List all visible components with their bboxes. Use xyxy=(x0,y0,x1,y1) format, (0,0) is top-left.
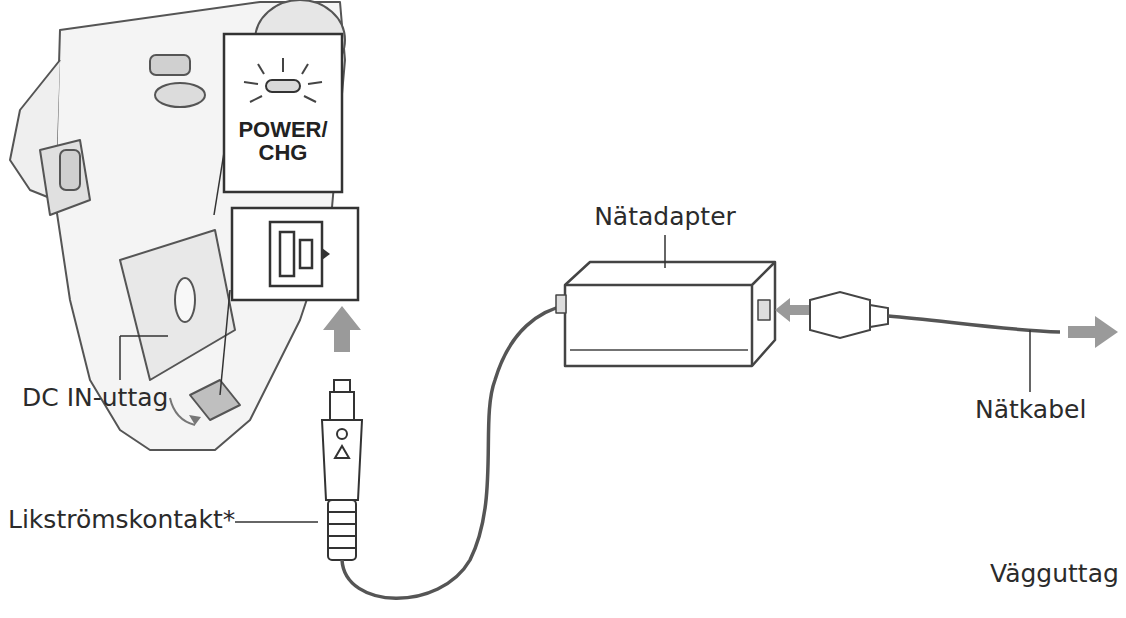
cable-label: Nätkabel xyxy=(975,396,1086,425)
plug-label: Likströmskontakt* xyxy=(8,506,235,535)
jack-label: DC IN-uttag xyxy=(22,384,168,413)
indicator-label: POWER/ CHG xyxy=(238,118,328,164)
adapter-label: Nätadapter xyxy=(594,203,736,232)
outlet-label: Vägguttag xyxy=(990,560,1119,589)
